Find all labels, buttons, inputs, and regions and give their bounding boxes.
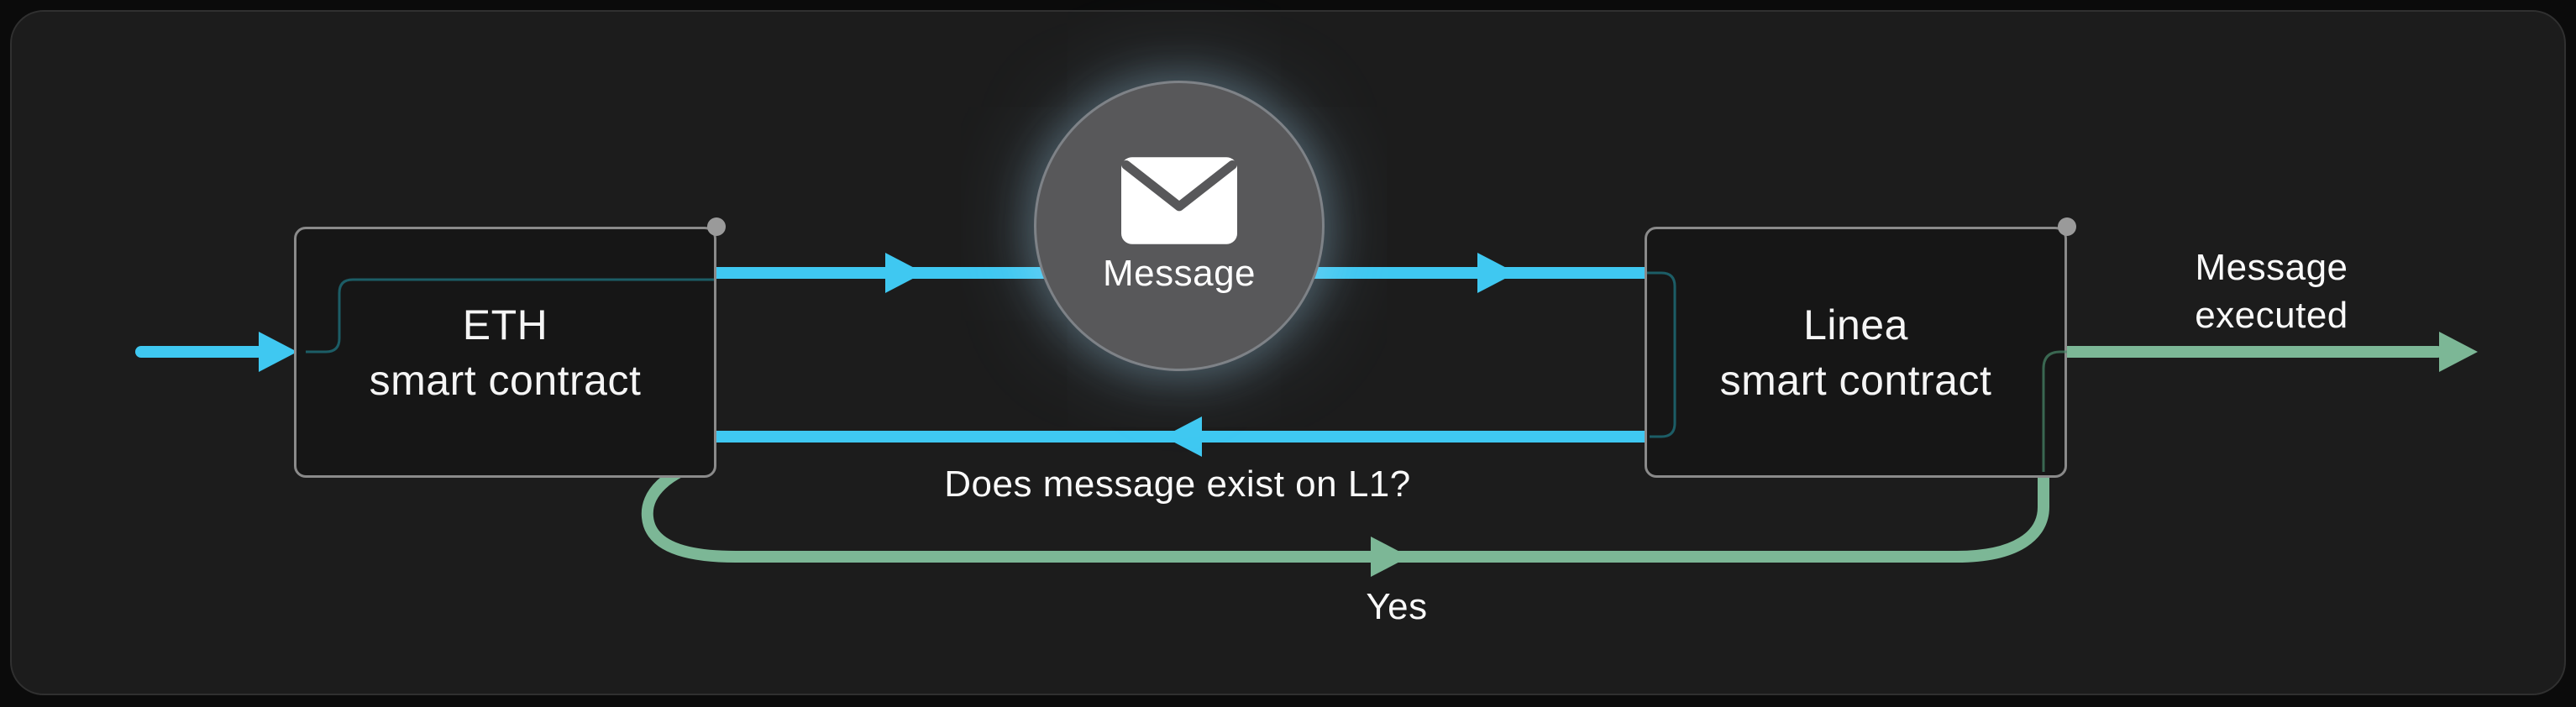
eth-contract-label: ETH smart contract (370, 297, 642, 408)
linea-contract-label: Linea smart contract (1720, 297, 1992, 408)
eth-contract-node: ETH smart contract (294, 227, 716, 478)
envelope-icon (1121, 157, 1237, 244)
question-label: Does message exist on L1? (842, 460, 1514, 508)
linea-contract-label-line2: smart contract (1720, 353, 1992, 408)
yes-label: Yes (1313, 583, 1481, 631)
yes-loop-head (1371, 537, 1409, 577)
message-node: Message (1034, 81, 1325, 371)
message-executed-label: Message executed (2080, 244, 2463, 339)
eth-contract-label-line2: smart contract (370, 353, 642, 408)
eth-to-message-head (885, 253, 924, 293)
message-executed-line1: Message (2080, 244, 2463, 291)
linea-contract-label-line1: Linea (1720, 297, 1992, 353)
message-to-linea-head (1477, 253, 1516, 293)
message-executed-line2: executed (2080, 291, 2463, 339)
entry-arrow-head (259, 332, 297, 372)
eth-contract-label-line1: ETH (370, 297, 642, 353)
linea-to-eth-return-head (1163, 416, 1202, 457)
diagram-panel: ETH smart contract Linea smart contract … (10, 10, 2566, 695)
linea-contract-node: Linea smart contract (1645, 227, 2067, 478)
message-node-label: Message (1103, 253, 1256, 295)
